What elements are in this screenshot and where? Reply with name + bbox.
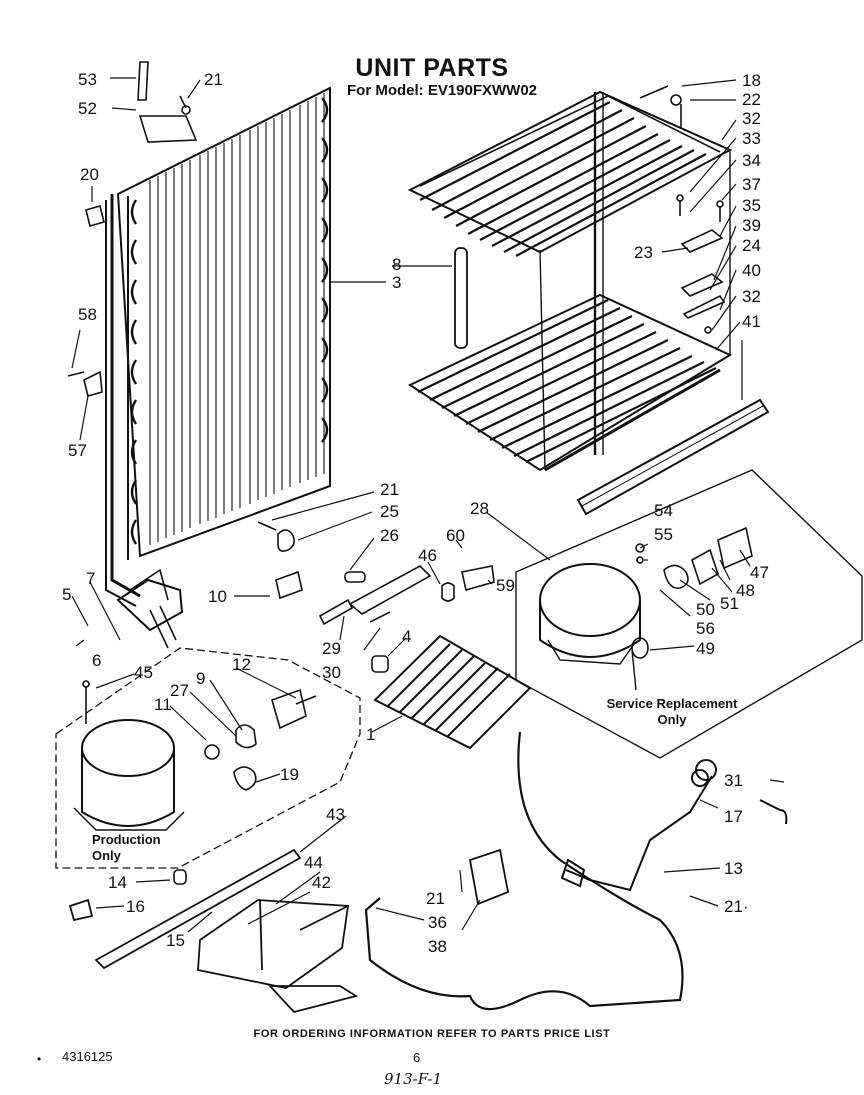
callout-48: 48 bbox=[736, 581, 755, 600]
callout-24: 24 bbox=[742, 236, 761, 255]
callout-26: 26 bbox=[380, 526, 399, 545]
mounting-brackets bbox=[68, 848, 359, 1014]
callout-22: 22 bbox=[742, 90, 761, 109]
service-note-line1: Service Replacement bbox=[606, 696, 738, 711]
callout-15: 15 bbox=[166, 931, 185, 950]
callout-51: 51 bbox=[720, 594, 739, 613]
production-note-line1: Production bbox=[92, 832, 161, 847]
evaporator-coil bbox=[407, 90, 733, 472]
callout-21d: 21· bbox=[724, 897, 749, 916]
callout-25: 25 bbox=[380, 502, 399, 521]
callout-47: 47 bbox=[750, 563, 769, 582]
coil-assembly bbox=[373, 634, 532, 750]
callout-57: 57 bbox=[68, 441, 87, 460]
callout-40: 40 bbox=[742, 261, 761, 280]
evaporator-trim-strip bbox=[576, 398, 770, 516]
page-title: UNIT PARTS bbox=[355, 54, 509, 82]
bullet-mark: • bbox=[37, 1052, 42, 1066]
left-small-parts bbox=[67, 61, 198, 397]
service-note-line2: Only bbox=[657, 712, 687, 727]
production-only-note: Production Only bbox=[92, 832, 161, 864]
callout-59: 59 bbox=[496, 576, 515, 595]
callout-35: 35 bbox=[742, 196, 761, 215]
callout-41: 41 bbox=[742, 312, 761, 331]
ordering-info-footer: FOR ORDERING INFORMATION REFER TO PARTS … bbox=[253, 1028, 611, 1040]
callout-37: 37 bbox=[742, 175, 761, 194]
callout-60: 60 bbox=[446, 526, 465, 545]
callout-34: 34 bbox=[742, 151, 761, 170]
callout-36: 36 bbox=[428, 913, 447, 932]
callout-28: 28 bbox=[470, 499, 489, 518]
callout-12: 12 bbox=[232, 655, 251, 674]
callout-1: 1 bbox=[366, 725, 376, 744]
terminal-block bbox=[468, 848, 510, 906]
callout-38: 38 bbox=[428, 937, 447, 956]
callout-21: 21 bbox=[204, 70, 223, 89]
callout-23: 23 bbox=[634, 243, 653, 262]
callout-7: 7 bbox=[86, 569, 96, 588]
callout-17: 17 bbox=[724, 807, 743, 826]
callout-52: 52 bbox=[78, 99, 97, 118]
discharge-tubing bbox=[364, 731, 684, 1011]
callout-5: 5 bbox=[62, 585, 72, 604]
document-number: 4316125 bbox=[62, 1049, 113, 1064]
callout-33: 33 bbox=[742, 129, 761, 148]
callout-21b: 21 bbox=[380, 480, 399, 499]
callout-4: 4 bbox=[402, 627, 412, 646]
callout-54: 54 bbox=[654, 501, 673, 520]
callout-3: 3 bbox=[392, 273, 402, 292]
callout-39: 39 bbox=[742, 216, 761, 235]
callout-46: 46 bbox=[418, 546, 437, 565]
callout-18: 18 bbox=[742, 71, 761, 90]
callout-58: 58 bbox=[78, 305, 97, 324]
page-number: 6 bbox=[413, 1050, 421, 1065]
callout-19: 19 bbox=[280, 765, 299, 784]
callout-10: 10 bbox=[208, 587, 227, 606]
model-subtitle: For Model: EV190FXWW02 bbox=[347, 82, 538, 99]
callout-55: 55 bbox=[654, 525, 673, 544]
callout-31: 31 bbox=[724, 771, 743, 790]
callout-53: 53 bbox=[78, 70, 97, 89]
callout-32b: 32 bbox=[742, 287, 761, 306]
production-compressor-group bbox=[55, 647, 361, 885]
callout-42: 42 bbox=[312, 873, 331, 892]
callout-6: 6 bbox=[92, 651, 102, 670]
callout-21c: 21 bbox=[426, 889, 445, 908]
callout-13: 13 bbox=[724, 859, 743, 878]
middle-small-parts bbox=[257, 521, 495, 673]
service-compressor-group bbox=[515, 469, 863, 759]
service-replacement-note: Service Replacement Only bbox=[604, 696, 740, 728]
callout-50: 50 bbox=[696, 600, 715, 619]
callout-29: 29 bbox=[322, 639, 341, 658]
callout-9: 9 bbox=[196, 669, 206, 688]
callout-45: 45 bbox=[134, 663, 153, 682]
drain-tube bbox=[454, 247, 468, 349]
callout-56: 56 bbox=[696, 619, 715, 638]
production-note-line2: Only bbox=[92, 848, 121, 863]
callout-16: 16 bbox=[126, 897, 145, 916]
leader-lines bbox=[71, 77, 785, 933]
callout-32: 32 bbox=[742, 109, 761, 128]
callout-49: 49 bbox=[696, 639, 715, 658]
top-right-fasteners bbox=[639, 85, 726, 334]
callout-14: 14 bbox=[108, 873, 127, 892]
callout-11: 11 bbox=[154, 695, 172, 714]
callout-30: 30 bbox=[322, 663, 341, 682]
callout-20: 20 bbox=[80, 165, 99, 184]
callout-27: 27 bbox=[170, 681, 189, 700]
callout-43: 43 bbox=[326, 805, 345, 824]
callout-8: 8 bbox=[392, 255, 402, 274]
callout-44: 44 bbox=[304, 853, 323, 872]
condenser-coil bbox=[105, 86, 331, 649]
power-cord bbox=[560, 759, 788, 892]
handwritten-code: 913-F-1 bbox=[384, 1070, 443, 1088]
